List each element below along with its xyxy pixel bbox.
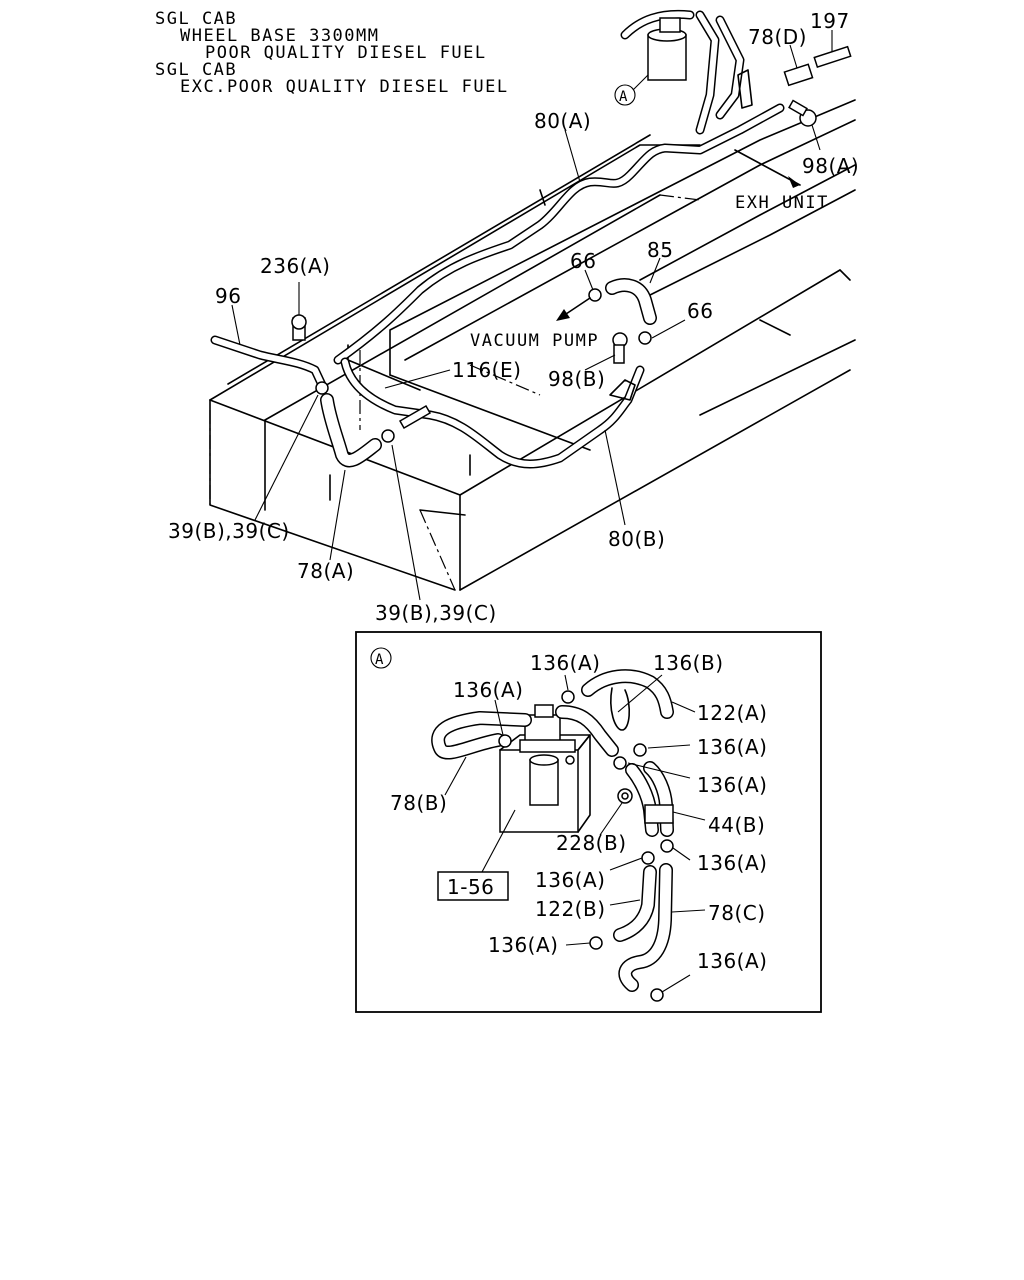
label-122a: 122(A) <box>697 701 767 725</box>
ref-box <box>437 871 509 901</box>
label-98b: 98(B) <box>548 367 605 391</box>
header-line-5: EXC.POOR QUALITY DIESEL FUEL <box>180 77 509 97</box>
label-136a-top: 136(A) <box>530 651 600 675</box>
label-78c: 78(C) <box>708 901 766 925</box>
label-66-upper: 66 <box>570 249 596 273</box>
header-line-4: SGL CAB <box>155 60 237 80</box>
callout-a-main: A <box>619 89 628 105</box>
label-197: 197 <box>810 9 850 33</box>
main-small-parts <box>291 45 852 443</box>
detail-callout: A <box>375 652 384 668</box>
label-122b: 122(B) <box>535 897 606 921</box>
main-leaders <box>231 30 833 601</box>
fuel-filter-main: A <box>614 17 687 106</box>
label-96: 96 <box>215 284 241 308</box>
label-78b: 78(B) <box>390 791 447 815</box>
label-78a: 78(A) <box>297 559 354 583</box>
pipe-80b <box>340 357 645 469</box>
label-98a: 98(A) <box>802 154 859 178</box>
main-labels: 197 78(D) 80(A) 98(A) EXH UNIT 85 66 66 … <box>168 9 859 625</box>
chassis-frame <box>209 99 856 591</box>
header-line-3: POOR QUALITY DIESEL FUEL <box>205 43 487 63</box>
label-116e: 116(E) <box>452 358 521 382</box>
label-80a: 80(A) <box>534 109 591 133</box>
label-136a-mid: 136(A) <box>535 868 605 892</box>
detail-frame <box>355 631 822 1013</box>
label-136a-r2: 136(A) <box>697 773 767 797</box>
hose-78a <box>320 393 382 468</box>
label-44b: 44(B) <box>708 813 765 837</box>
label-vacuum-pump: VACUUM PUMP <box>470 331 599 351</box>
hose-85 <box>605 278 657 325</box>
label-136a-lower-right: 136(A) <box>697 949 767 973</box>
header-notes: SGL CAB WHEEL BASE 3300MM POOR QUALITY D… <box>155 9 509 97</box>
label-136a-left: 136(A) <box>453 678 523 702</box>
label-228b: 228(B) <box>556 831 627 855</box>
callout-a-circle <box>614 84 636 106</box>
header-line-1: SGL CAB <box>155 9 237 29</box>
pipe-80a <box>333 103 785 365</box>
label-85: 85 <box>647 238 673 262</box>
label-80b: 80(B) <box>608 527 665 551</box>
label-39-bottom: 39(B),39(C) <box>375 601 497 625</box>
pipe-96 <box>210 335 327 390</box>
ref-box-label: 1-56 <box>447 875 494 899</box>
label-exh-unit: EXH UNIT <box>735 193 829 213</box>
label-39-left: 39(B),39(C) <box>168 519 290 543</box>
header-line-2: WHEEL BASE 3300MM <box>180 26 380 46</box>
label-136b: 136(B) <box>653 651 724 675</box>
label-136a-r1: 136(A) <box>697 735 767 759</box>
label-136a-r3: 136(A) <box>697 851 767 875</box>
label-136a-lower-left: 136(A) <box>488 933 558 957</box>
label-78d: 78(D) <box>748 25 807 49</box>
detail-callout-circle <box>370 647 392 669</box>
detail-box-a: A <box>355 631 822 1013</box>
label-236a: 236(A) <box>260 254 330 278</box>
label-66-lower: 66 <box>687 299 713 323</box>
